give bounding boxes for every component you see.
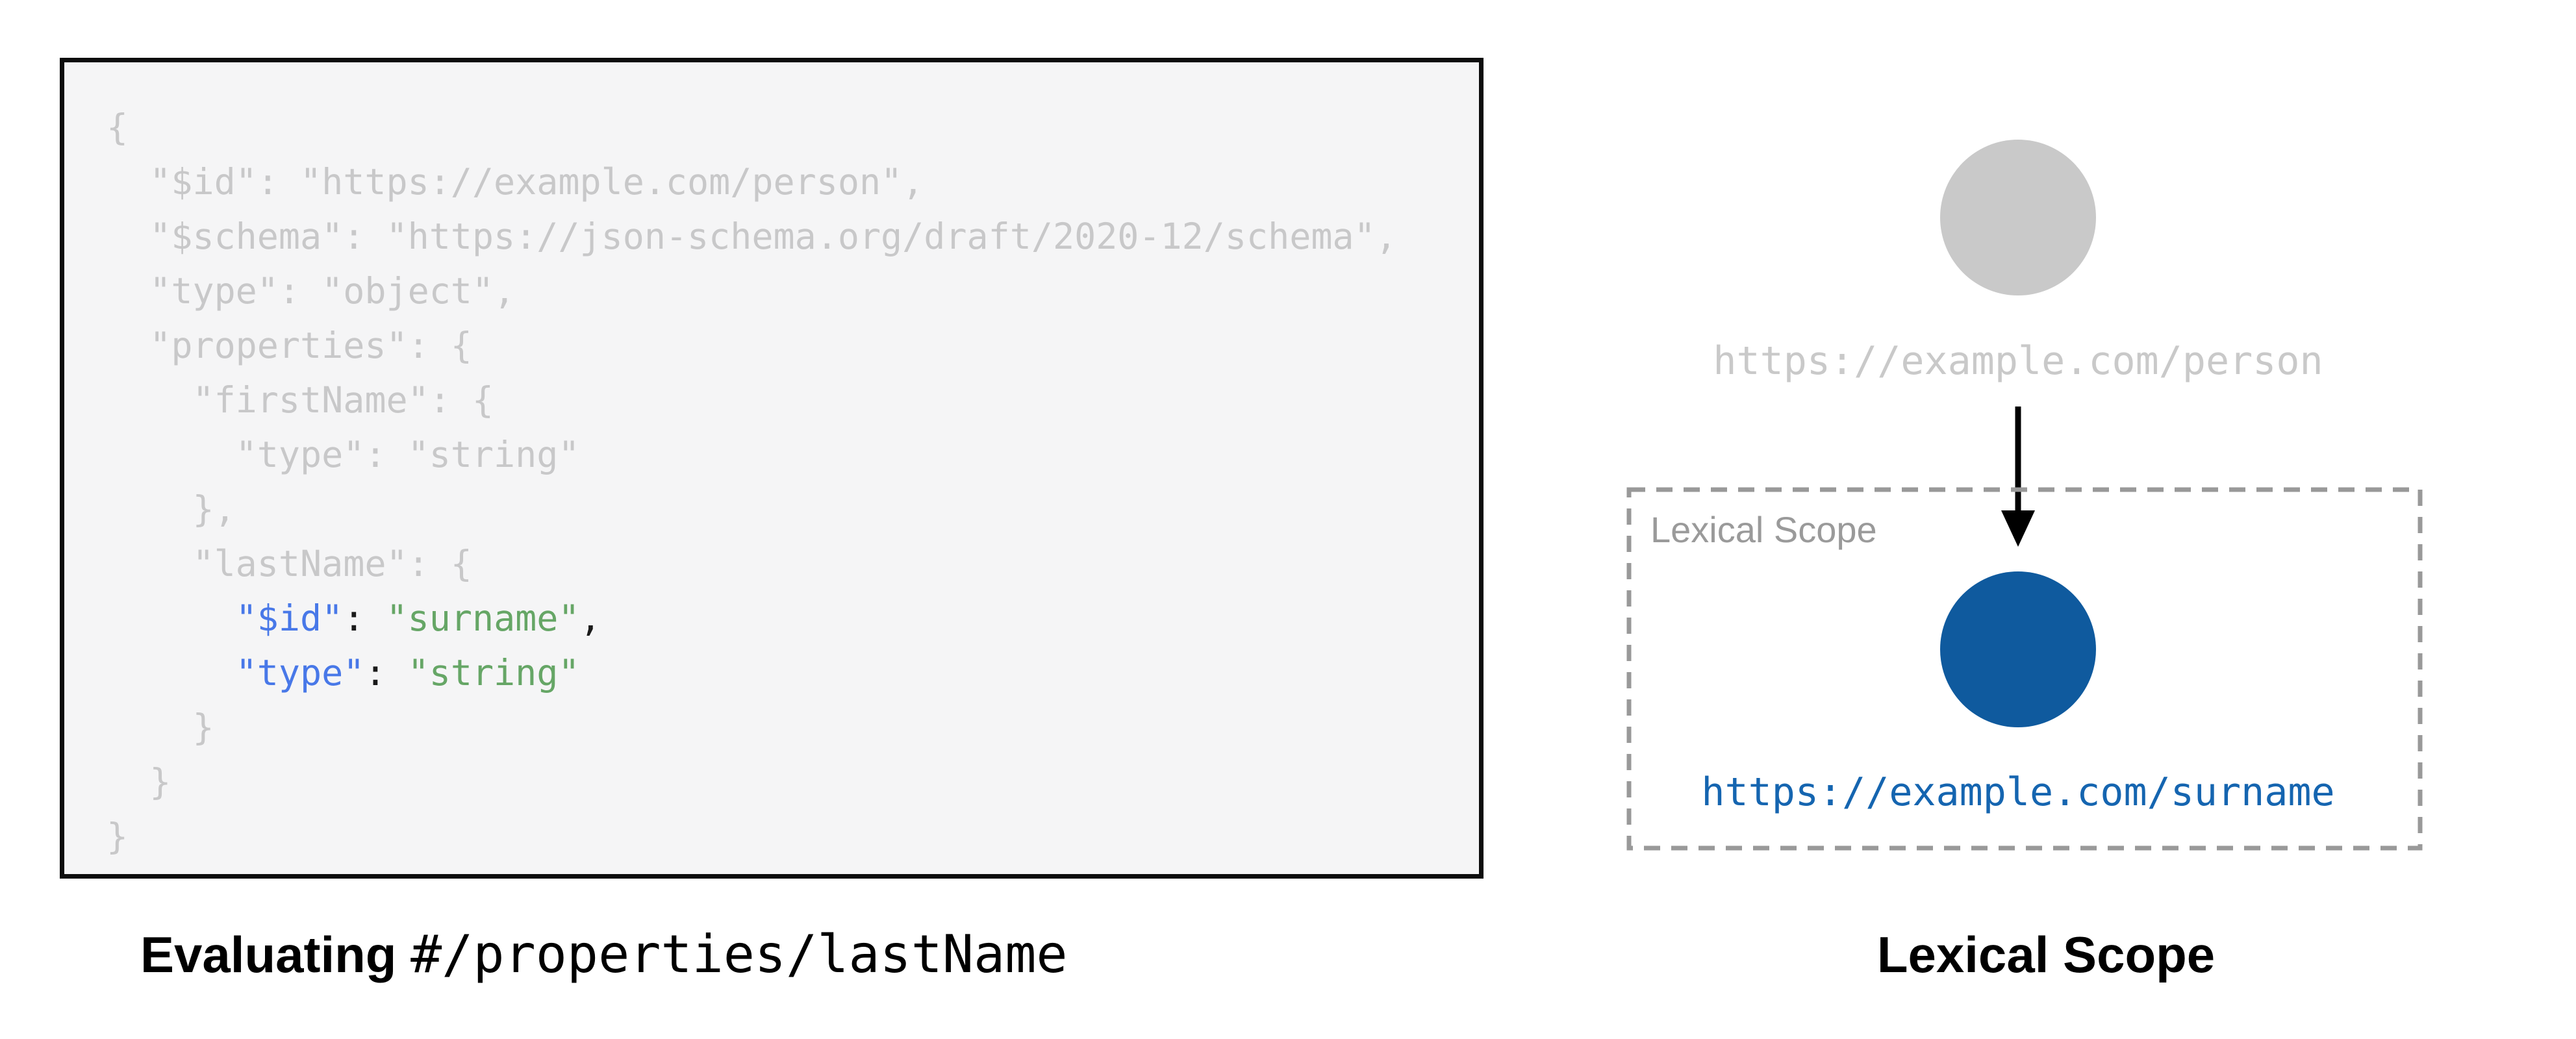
code-line: "$schema": "https://json-schema.org/draf… xyxy=(107,216,1397,257)
code-line: } xyxy=(107,761,171,803)
code-line: "type": "string" xyxy=(235,652,580,694)
code-panel: { "$id": "https://example.com/person", "… xyxy=(60,58,1484,879)
evaluating-caption: Evaluating #/properties/lastName xyxy=(140,924,1068,984)
code-line: "properties": { xyxy=(107,325,472,366)
lexical-scope-box-label: Lexical Scope xyxy=(1650,509,1877,550)
code-line: "$id": "surname", xyxy=(235,597,601,639)
code-line: "firstName": { xyxy=(107,379,494,421)
json-code: { "$id": "https://example.com/person", "… xyxy=(107,100,1479,864)
code-line: "lastName": { xyxy=(107,543,472,584)
code-line: }, xyxy=(107,488,236,530)
lexical-scope-caption: Lexical Scope xyxy=(1876,926,2216,983)
lexical-scope-box xyxy=(1626,487,2423,851)
code-line: "type": "object", xyxy=(107,270,516,312)
surname-uri-label: https://example.com/surname xyxy=(1701,770,2335,815)
code-line: } xyxy=(107,816,129,857)
person-schema-node xyxy=(1940,140,2096,295)
code-line: "$id": "https://example.com/person", xyxy=(107,161,924,203)
code-line: "type": "string" xyxy=(107,434,580,475)
code-line: } xyxy=(107,707,214,748)
person-uri-label: https://example.com/person xyxy=(1713,338,2323,384)
surname-schema-node xyxy=(1940,571,2096,727)
code-line: { xyxy=(107,106,129,148)
arrow-down-icon xyxy=(2001,407,2035,547)
evaluating-caption-prefix: Evaluating xyxy=(140,926,411,983)
evaluating-caption-path: #/properties/lastName xyxy=(410,924,1068,984)
